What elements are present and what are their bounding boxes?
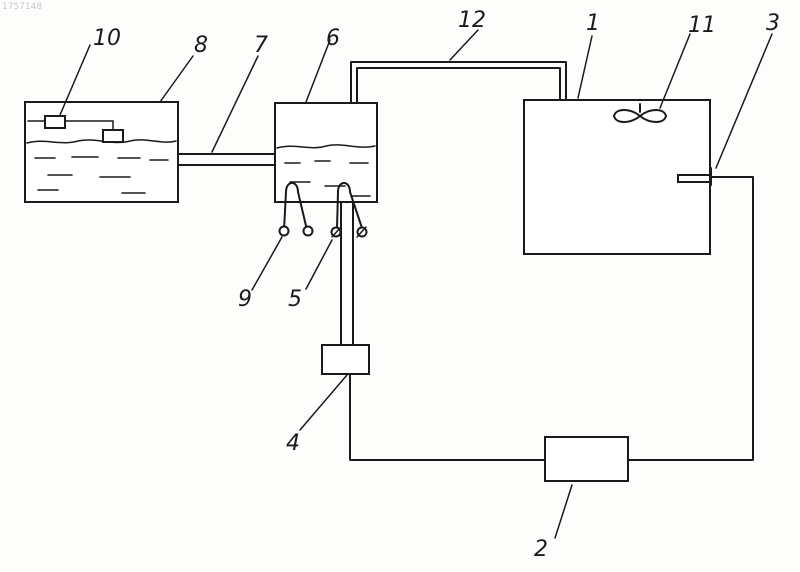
- label-6: 6: [326, 26, 340, 51]
- label-8: 8: [194, 33, 208, 58]
- watermark-text: 1757148: [2, 2, 42, 12]
- tank-6: [275, 103, 377, 202]
- label-9: 9: [238, 287, 252, 312]
- label-2: 2: [534, 537, 548, 562]
- supply-pipes: [341, 202, 353, 346]
- label-1: 1: [586, 11, 600, 36]
- pump-4: [322, 345, 369, 374]
- pipe-7: [178, 154, 275, 165]
- label-12: 12: [458, 8, 486, 33]
- label-5: 5: [288, 287, 302, 312]
- label-4: 4: [286, 431, 300, 456]
- label-7: 7: [254, 33, 268, 58]
- pipe-12: [351, 62, 566, 103]
- label-11: 11: [688, 13, 716, 38]
- reference-labels: 1 2 3 4 5 6 7 8 9 10 11 12: [93, 8, 780, 562]
- unit-2: [545, 437, 628, 481]
- label-3: 3: [766, 11, 780, 36]
- label-10: 10: [93, 26, 121, 51]
